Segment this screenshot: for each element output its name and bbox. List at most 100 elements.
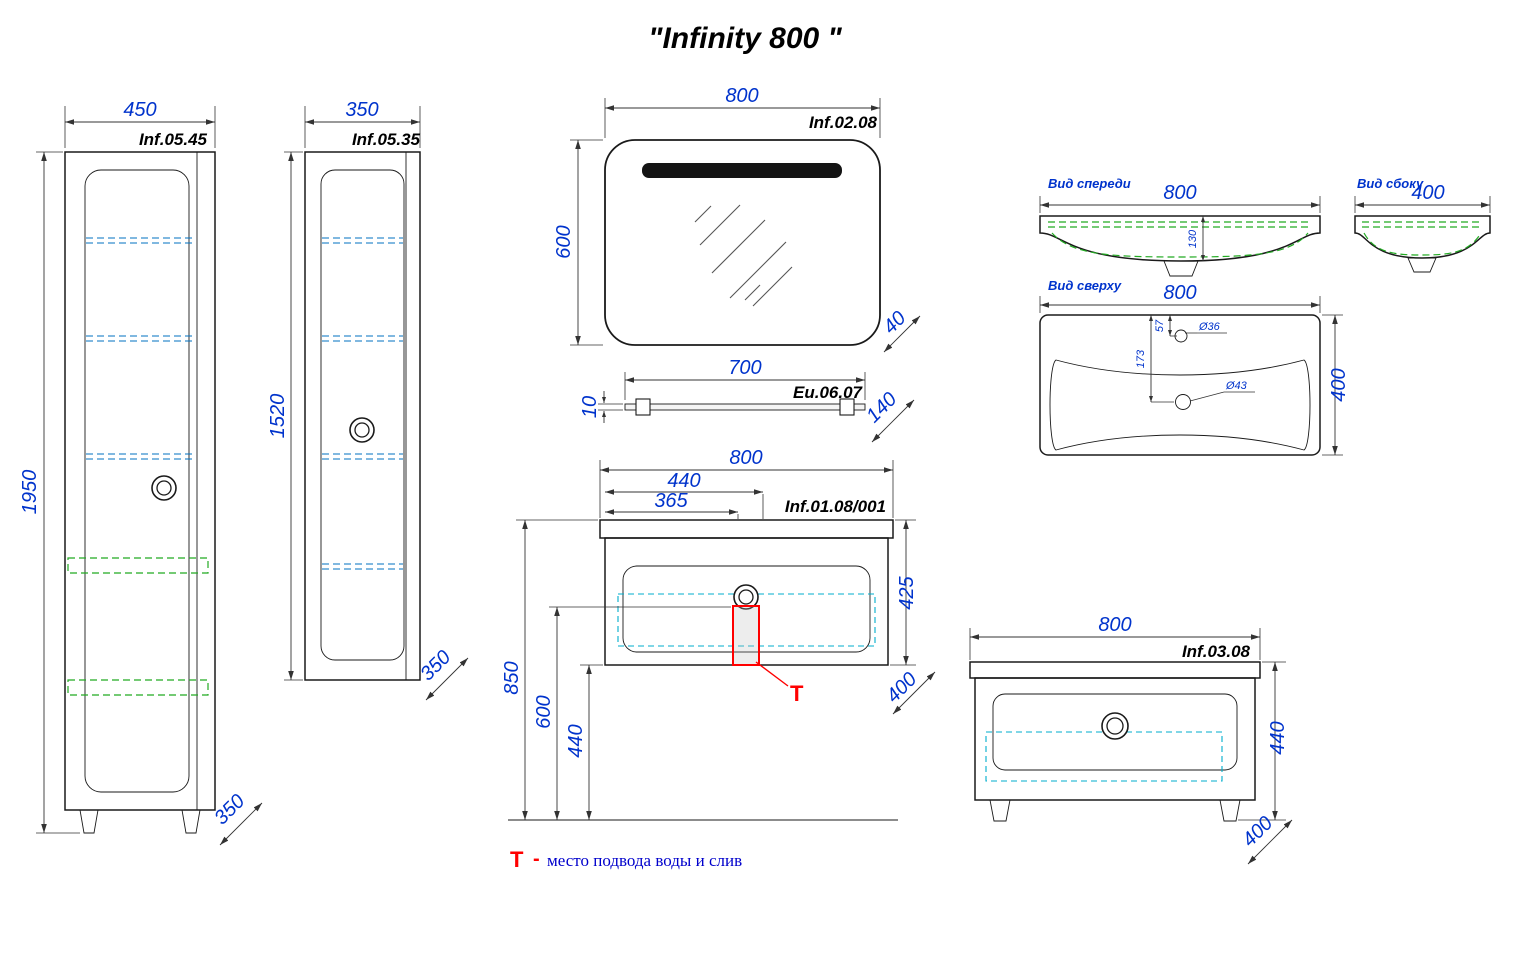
wall-cabinet-depth-dim: 350 <box>416 646 455 685</box>
shelf-thickness-dimension: 10 <box>579 391 623 423</box>
sink-top-rim <box>1039 314 1321 456</box>
vanity-height-dimension: 425 <box>890 519 918 666</box>
wall-cabinet-depth-dimension: 350 <box>416 646 469 701</box>
tall-cabinet-handle-inner <box>156 480 172 496</box>
tall-cabinet-handle <box>151 475 177 501</box>
floor-cabinet-outline <box>969 661 1261 822</box>
shelf-glass <box>624 403 866 411</box>
vanity-water-supply-zone <box>732 605 760 666</box>
wall-cabinet-height-dim: 1520 <box>267 394 289 439</box>
vanity-offset-365-dimension: 365 <box>605 490 739 519</box>
wall-cabinet-code: Inf.05.35 <box>352 130 421 149</box>
vanity-drawer-marker <box>617 593 876 647</box>
tall-cabinet-height-dim: 1950 <box>19 470 41 515</box>
wall-cabinet: 350 Inf.05.35 1520 350 <box>267 99 469 701</box>
tall-cabinet-body <box>64 151 216 811</box>
sink-front-body <box>1039 215 1321 262</box>
sink-side-width-dimension: 400 <box>1354 182 1491 213</box>
shelf-width-dimension: 700 <box>624 357 866 400</box>
shelf-bracket-left <box>635 398 651 416</box>
mirror: 800 Inf.02.08 600 40 <box>553 85 921 353</box>
vanity-countertop <box>599 519 894 539</box>
vanity-handle <box>733 584 759 610</box>
sink-front-width-dimension: 800 <box>1039 182 1321 213</box>
glass-shelf: 700 Eu.06.07 10 140 <box>579 357 915 443</box>
mirror-width-dim: 800 <box>725 85 758 107</box>
floor-cabinet-height-dim: 440 <box>1267 721 1289 754</box>
vanity-offset-440-dimension: 440 <box>605 470 764 519</box>
sink-side-width-dim: 400 <box>1411 182 1444 204</box>
tall-cabinet: 450 Inf.05.45 1950 350 <box>19 99 263 846</box>
sink-front-hidden-lines <box>1048 221 1312 258</box>
wall-cabinet-door-panel <box>320 169 405 661</box>
vanity-mount-440-dimension: 440 <box>565 664 603 820</box>
sink-top-width-dimension: 800 <box>1039 282 1321 313</box>
tall-cabinet-height-dimension: 1950 <box>19 151 80 834</box>
sink-side-drain <box>1407 257 1437 273</box>
vanity-code: Inf.01.08/001 <box>785 497 886 516</box>
sink-top-width-dim: 800 <box>1163 282 1196 304</box>
floor-cabinet: 800 Inf.03.08 440 400 <box>969 614 1293 865</box>
sink-top-view: Вид сверху 800 Ø36 Ø43 57 173 400 <box>1039 278 1350 456</box>
vanity-t-leader <box>755 661 789 687</box>
sink-drain-hole-label: Ø43 <box>1189 380 1255 402</box>
sink-faucet-hole-dim: Ø36 <box>1198 321 1221 333</box>
tall-cabinet-outline <box>64 151 216 834</box>
sink-front-width-dim: 800 <box>1163 182 1196 204</box>
sink-front-drain <box>1163 260 1199 277</box>
floor-cabinet-handle <box>1101 712 1129 740</box>
legend-t-symbol: Т <box>510 847 524 872</box>
legend-dash: - <box>533 848 540 870</box>
wall-cabinet-height-dimension: 1520 <box>267 151 303 681</box>
mirror-outline <box>604 139 881 346</box>
sink-faucet-offset-dim: 57 <box>1154 319 1166 332</box>
shelf-bracket-right <box>839 398 855 416</box>
floor-cabinet-countertop <box>969 661 1261 679</box>
mirror-reflection-lines <box>694 204 793 307</box>
floor-cabinet-body <box>974 677 1256 801</box>
sink-top-depth-dim: 400 <box>1328 368 1350 401</box>
tall-cabinet-shelf-markers <box>86 237 196 460</box>
vanity-mount-850-dimension: 850 <box>501 519 598 820</box>
tall-cabinet-panel-marker-2 <box>67 679 209 696</box>
sink-top-depth-dimension: 400 <box>1322 314 1350 456</box>
floor-cabinet-depth-dim: 400 <box>1238 812 1277 851</box>
sink-side-view-label: Вид сбоку <box>1357 176 1424 191</box>
vanity-mount-600-dimension: 600 <box>533 606 731 820</box>
mirror-width-dimension: 800 <box>604 85 881 138</box>
vanity-offset-440-dim: 440 <box>667 470 700 492</box>
sink-side-view: Вид сбоку 400 <box>1354 176 1491 273</box>
vanity-mount-850-dim: 850 <box>501 661 523 694</box>
vanity-offset-365-dim: 365 <box>654 490 688 512</box>
vanity-depth-dimension: 400 <box>882 668 936 715</box>
wall-cabinet-handle-inner <box>354 422 370 438</box>
mirror-light-strip <box>642 163 842 178</box>
shelf-depth-dim: 140 <box>862 388 901 427</box>
sink-faucet-hole-label: Ø36 <box>1185 321 1227 334</box>
sink-front-depth-130-dim: 130 <box>1187 229 1199 248</box>
tall-cabinet-panel-marker-1 <box>67 557 209 574</box>
vanity-depth-dim: 400 <box>882 668 921 707</box>
vanity: 800 440 365 Inf.01.08/001 Т 425 400 850 <box>501 447 936 821</box>
tall-cabinet-depth-dimension: 350 <box>210 790 263 846</box>
wall-cabinet-width-dimension: 350 <box>304 99 421 148</box>
vanity-width-dim: 800 <box>729 447 762 469</box>
floor-cabinet-width-dimension: 800 <box>969 614 1261 660</box>
sink-top-view-label: Вид сверху <box>1048 278 1122 293</box>
tall-cabinet-leg-left <box>79 809 99 834</box>
wall-cabinet-handle <box>349 417 375 443</box>
legend: Т - место подвода воды и слив <box>510 847 742 872</box>
wall-cabinet-shelf-markers <box>322 237 403 570</box>
tall-cabinet-code: Inf.05.45 <box>139 130 208 149</box>
page-title: "Infinity 800 " <box>648 22 842 55</box>
tall-cabinet-width-dim: 450 <box>123 99 156 121</box>
vanity-drawer-panel <box>622 565 871 653</box>
shelf-outline <box>624 398 866 416</box>
sink-top-basin <box>1049 359 1311 451</box>
sink-faucet-offset-dimension: 57 <box>1154 315 1177 337</box>
floor-cabinet-drawer-panel <box>992 693 1238 771</box>
sink-front-view-label: Вид спереди <box>1048 176 1131 191</box>
vanity-mount-600-dim: 600 <box>533 695 555 728</box>
